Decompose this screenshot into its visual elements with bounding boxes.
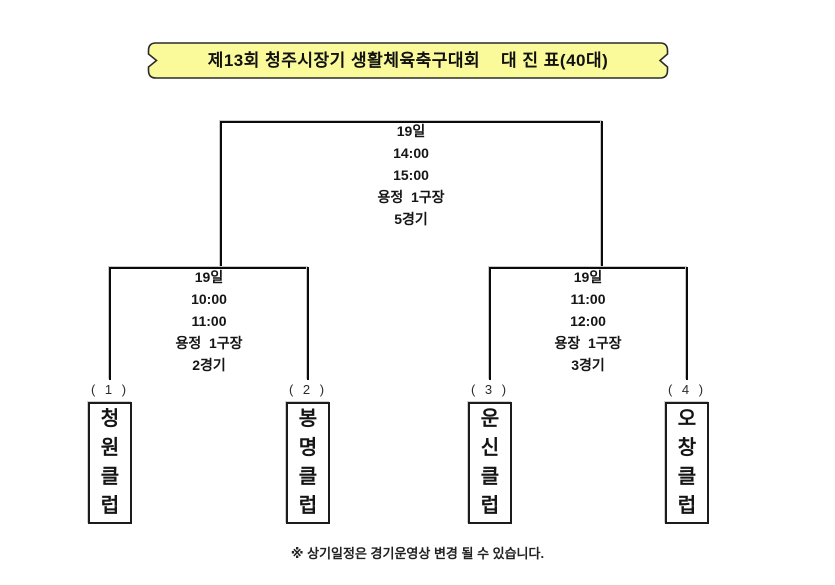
team-name-char: 럽 xyxy=(480,495,500,517)
team-name-char: 봉 xyxy=(298,408,318,430)
bracket-line-final-right xyxy=(601,121,603,269)
plaque-path xyxy=(147,42,669,79)
match-time-1: 11:00 xyxy=(570,291,606,307)
team-name-char: 클 xyxy=(298,466,318,488)
bracket-line-team4 xyxy=(686,267,688,380)
match-date: 19일 xyxy=(573,269,603,285)
match-date: 19일 xyxy=(194,269,224,285)
bracket-line-final-left xyxy=(220,121,222,269)
team-name-char: 창 xyxy=(677,437,697,459)
bracket-line-team1 xyxy=(109,267,111,380)
bracket-line-semileft-top xyxy=(109,267,309,269)
team-name-char: 클 xyxy=(480,466,500,488)
team-name-char: 신 xyxy=(480,437,500,459)
team-name-char: 럽 xyxy=(298,495,318,517)
seed-marker-1: ( 1 ) xyxy=(90,382,130,397)
team-name-char: 클 xyxy=(677,466,697,488)
bracket-line-semiright-top xyxy=(489,267,688,269)
match-venue: 용정 1구장 xyxy=(175,335,243,351)
team-name-char: 클 xyxy=(100,466,120,488)
match-game-label: 2경기 xyxy=(192,357,226,373)
match-game-label: 5경기 xyxy=(394,211,428,227)
match-date: 19일 xyxy=(396,123,426,139)
match-time-2: 11:00 xyxy=(191,313,227,329)
team-box-ochang: 오 창 클 럽 xyxy=(665,402,709,524)
seed-marker-3: ( 3 ) xyxy=(470,382,510,397)
final-match-info: 19일 14:00 15:00 용정 1구장 5경기 xyxy=(321,120,501,230)
match-time-2: 15:00 xyxy=(393,167,429,183)
team-box-cheongwon: 청 원 클 럽 xyxy=(88,402,132,524)
bracket-line-team3 xyxy=(489,267,491,380)
tournament-title: 제13회 청주시장기 생활체육축구대회 대 진 표(40대) xyxy=(207,51,609,70)
seed-marker-4: ( 4 ) xyxy=(667,382,707,397)
team-name-char: 운 xyxy=(480,408,500,430)
match-time-1: 14:00 xyxy=(393,145,429,161)
match-venue: 용장 1구장 xyxy=(554,335,622,351)
bracket-line-team2 xyxy=(307,267,309,380)
tournament-title-banner: 제13회 청주시장기 생활체육축구대회 대 진 표(40대) xyxy=(147,42,669,79)
team-box-bongmyeong: 봉 명 클 럽 xyxy=(286,402,330,524)
team-name-char: 오 xyxy=(677,408,697,430)
seed-marker-2: ( 2 ) xyxy=(288,382,328,397)
team-box-unsin: 운 신 클 럽 xyxy=(468,402,512,524)
team-name-char: 럽 xyxy=(677,495,697,517)
semifinal-right-info: 19일 11:00 12:00 용장 1구장 3경기 xyxy=(498,266,678,376)
plaque-shape xyxy=(147,42,669,79)
team-name-char: 원 xyxy=(100,437,120,459)
team-name-char: 럽 xyxy=(100,495,120,517)
footnote: ※ 상기일정은 경기운영상 변경 될 수 있습니다. xyxy=(290,546,545,561)
match-game-label: 3경기 xyxy=(571,357,605,373)
match-venue: 용정 1구장 xyxy=(377,189,445,205)
match-time-1: 10:00 xyxy=(191,291,227,307)
bracket-line-final-top xyxy=(220,121,603,123)
match-time-2: 12:00 xyxy=(570,313,606,329)
team-name-char: 명 xyxy=(298,437,318,459)
team-name-char: 청 xyxy=(100,408,120,430)
semifinal-left-info: 19일 10:00 11:00 용정 1구장 2경기 xyxy=(119,266,299,376)
